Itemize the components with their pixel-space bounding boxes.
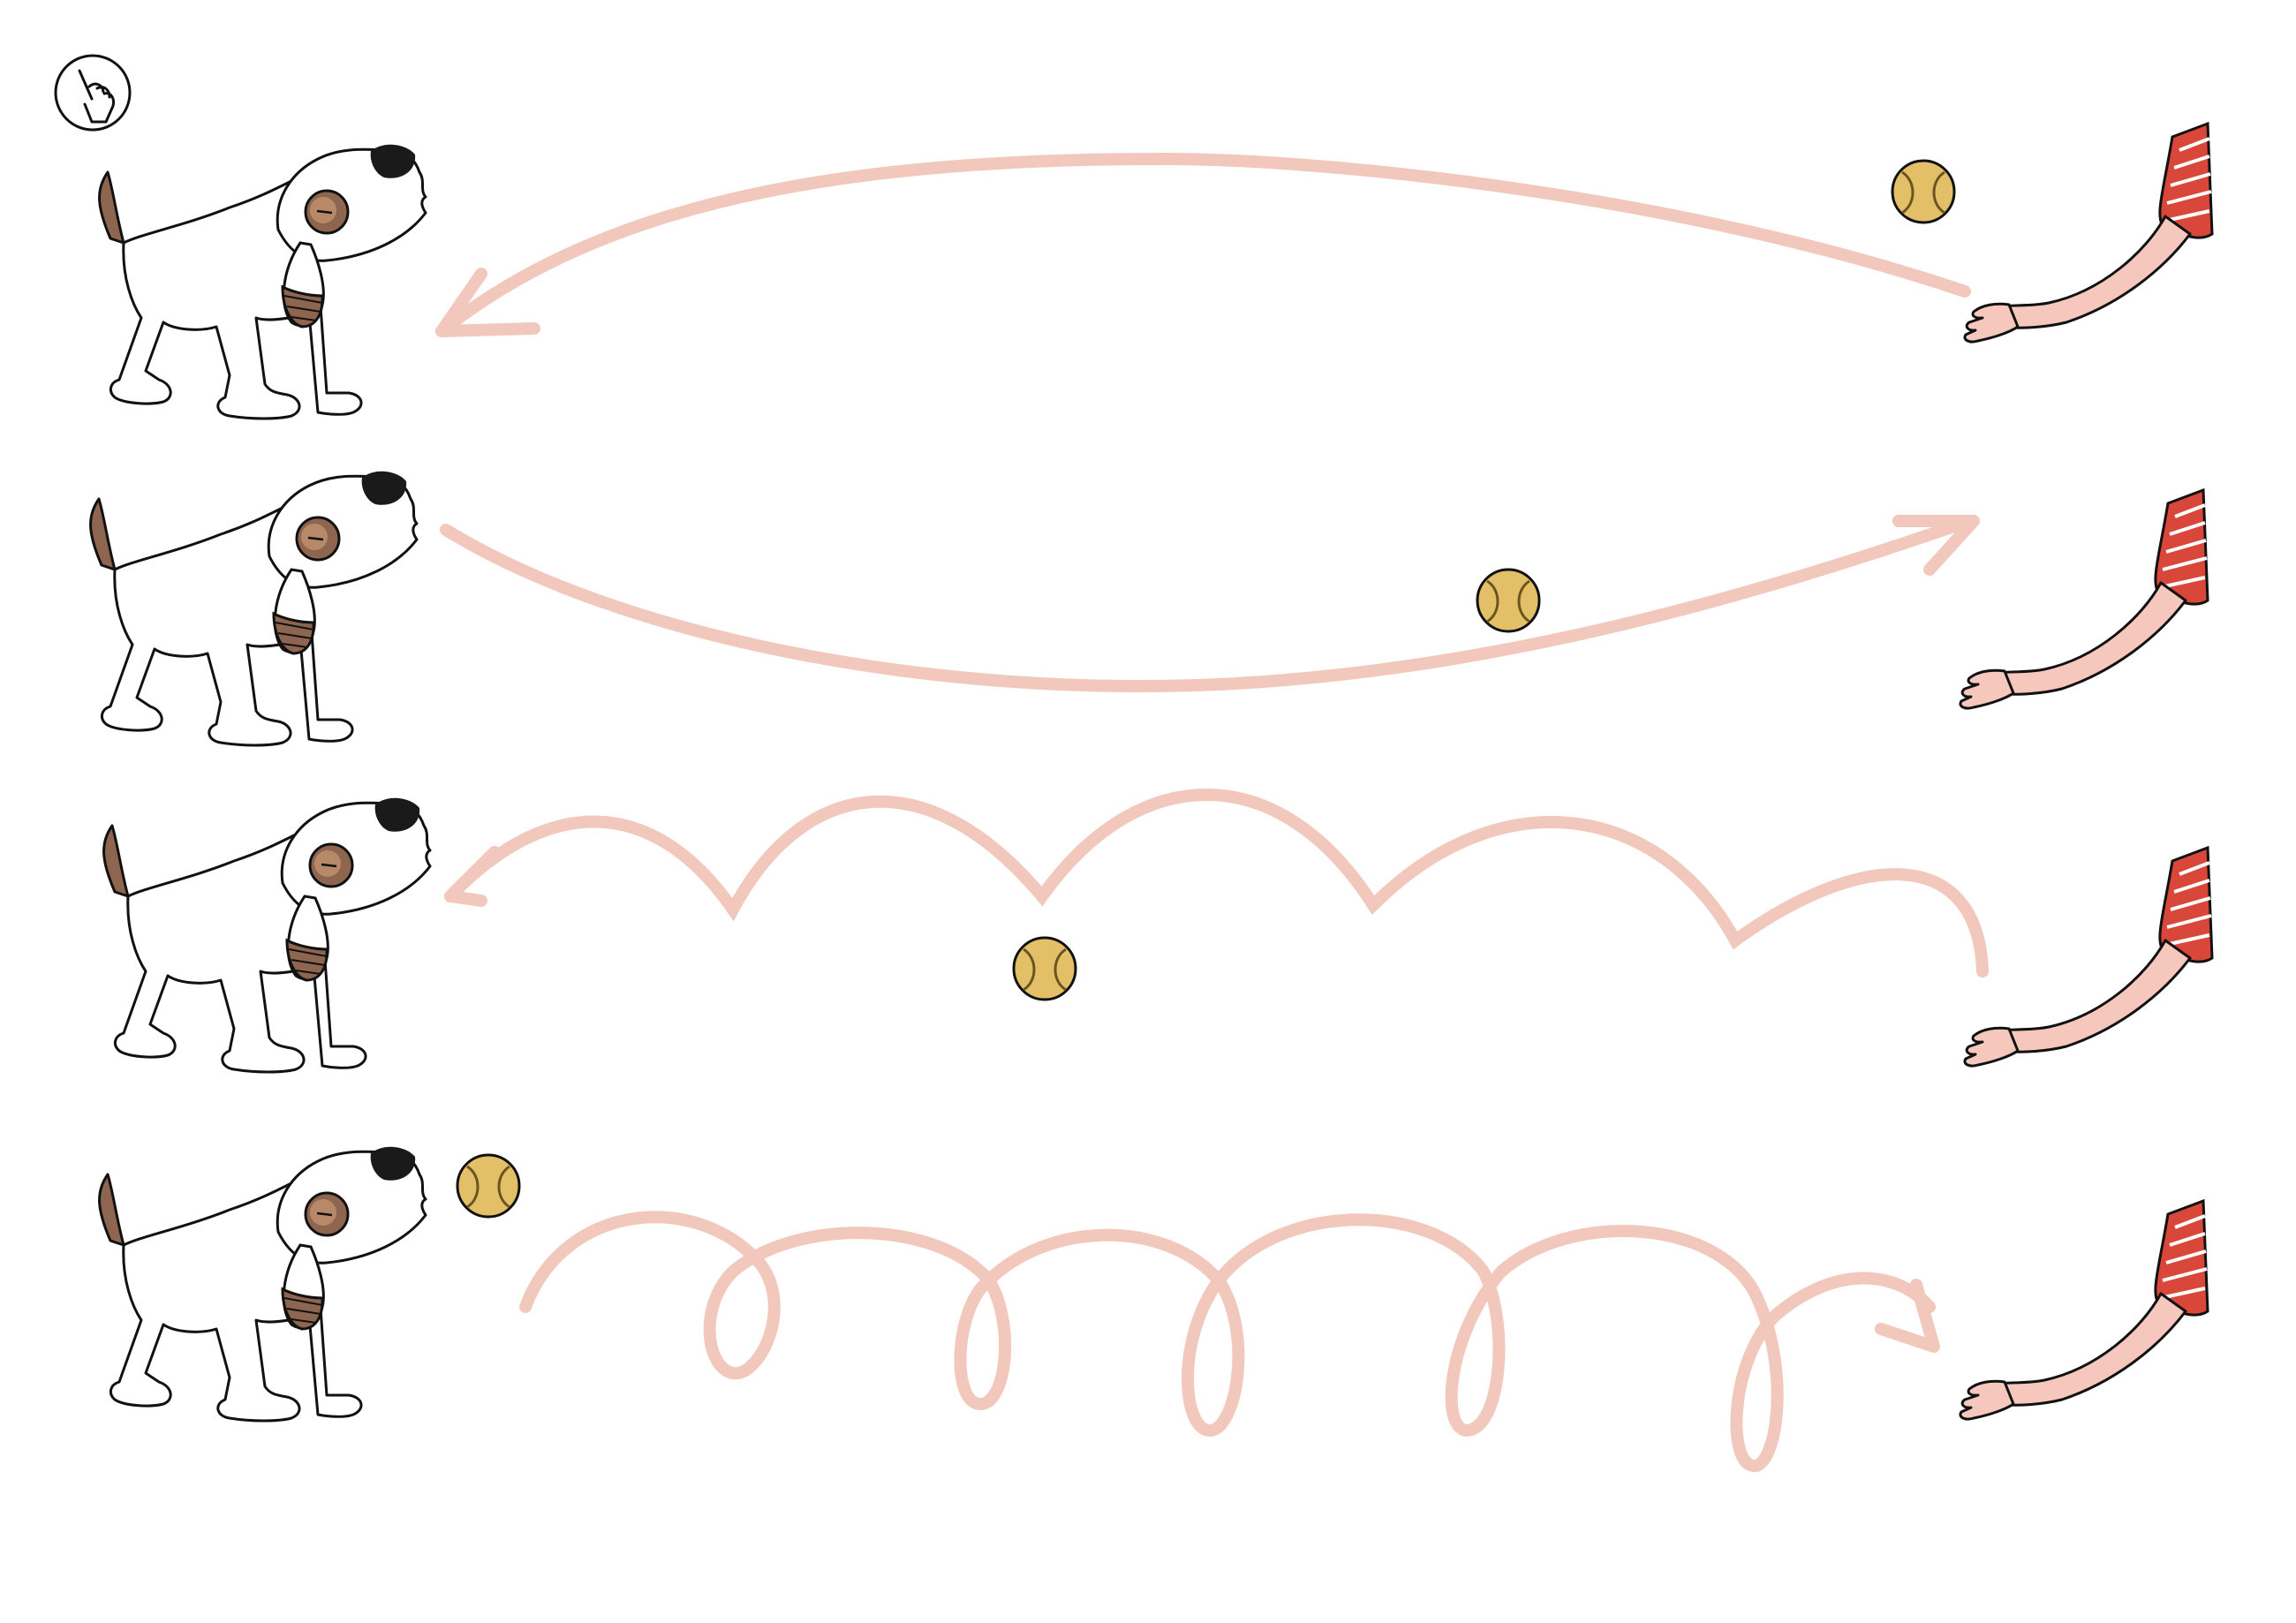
hand-arm [1958,1199,2209,1422]
pointing-hand-icon[interactable] [54,54,132,132]
arrowhead-to-hand [1892,515,1980,576]
arrowhead-to-dog [444,846,501,907]
trace-path-sag[interactable] [440,515,1975,692]
hand-arm [1962,846,2214,1068]
trace-path-bounces[interactable] [444,789,1989,978]
trace-path-loops[interactable] [519,1211,1936,1472]
dog-figure [89,470,419,747]
tennis-ball-icon[interactable] [1891,159,1956,224]
dog-figure [98,143,427,420]
hand-arm [1962,122,2214,344]
tennis-ball-icon[interactable] [456,1153,521,1219]
arrowhead-to-dog [435,268,540,337]
row-1 [98,122,2214,420]
arrowhead-to-hand [1875,1279,1940,1353]
row-4 [98,1145,2209,1472]
dog-figure [102,796,432,1074]
trace-path-arch[interactable] [435,152,1971,337]
tennis-ball-icon[interactable] [1476,568,1541,633]
row-3 [102,789,2214,1074]
dog-figure [98,1145,427,1423]
hand-arm [1958,488,2209,711]
row-2 [89,470,2209,747]
tennis-ball-icon[interactable] [1012,936,1077,1001]
